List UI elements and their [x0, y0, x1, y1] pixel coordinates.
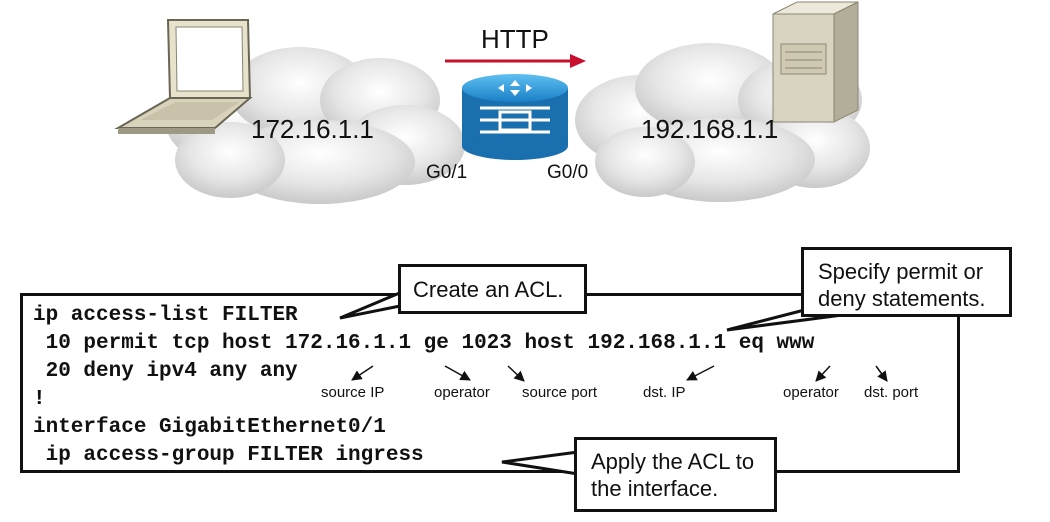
- apply-acl-callout: Apply the ACL to the interface.: [574, 437, 777, 512]
- config-line-permit: 10 permit tcp host 172.16.1.1 ge 1023 ho…: [33, 332, 815, 355]
- specify-statements-callout: Specify permit or deny statements.: [801, 247, 1012, 317]
- config-line-interface: interface GigabitEthernet0/1: [33, 416, 386, 439]
- dst-port-arrow: [875, 365, 888, 382]
- interface-g0-1-label: G0/1: [426, 162, 468, 183]
- server-icon: [772, 1, 859, 123]
- network-graphics: [114, 1, 870, 204]
- source-ip-arrow: [351, 365, 374, 381]
- annotation-operator-1: operator: [434, 384, 490, 401]
- annotation-source-port: source port: [522, 384, 598, 401]
- http-direction-arrow: [445, 54, 586, 68]
- config-line-deny: 20 deny ipv4 any any: [33, 360, 298, 383]
- apply-acl-callout-tail: [501, 450, 580, 476]
- annotation-dst-ip: dst. IP: [643, 384, 686, 401]
- annotation-source-ip: source IP: [321, 384, 385, 401]
- laptop-icon: [114, 19, 253, 134]
- dst-ip-arrow: [686, 365, 715, 381]
- protocol-label: HTTP: [481, 24, 549, 54]
- router-icon: [462, 74, 568, 160]
- apply-acl-callout-text: Apply the ACL to the interface.: [591, 449, 755, 501]
- create-acl-callout: Create an ACL.: [398, 264, 587, 314]
- annotation-dst-port: dst. port: [864, 384, 919, 401]
- interface-g0-0-label: G0/0: [547, 162, 589, 183]
- create-acl-callout-text: Create an ACL.: [413, 277, 564, 302]
- client-ip-label: 172.16.1.1: [251, 114, 374, 144]
- config-line-separator: !: [33, 388, 46, 411]
- left-cloud: [165, 47, 465, 204]
- source-port-arrow: [507, 365, 525, 382]
- config-line-access-group: ip access-group FILTER ingress: [33, 444, 424, 467]
- operator-2-arrow: [815, 365, 831, 382]
- operator-1-arrow: [444, 365, 471, 381]
- config-box: [20, 293, 960, 473]
- server-ip-label: 192.168.1.1: [641, 114, 779, 144]
- config-line-acl: ip access-list FILTER: [33, 304, 298, 327]
- specify-statements-callout-text: Specify permit or deny statements.: [818, 259, 986, 311]
- annotation-operator-2: operator: [783, 384, 839, 401]
